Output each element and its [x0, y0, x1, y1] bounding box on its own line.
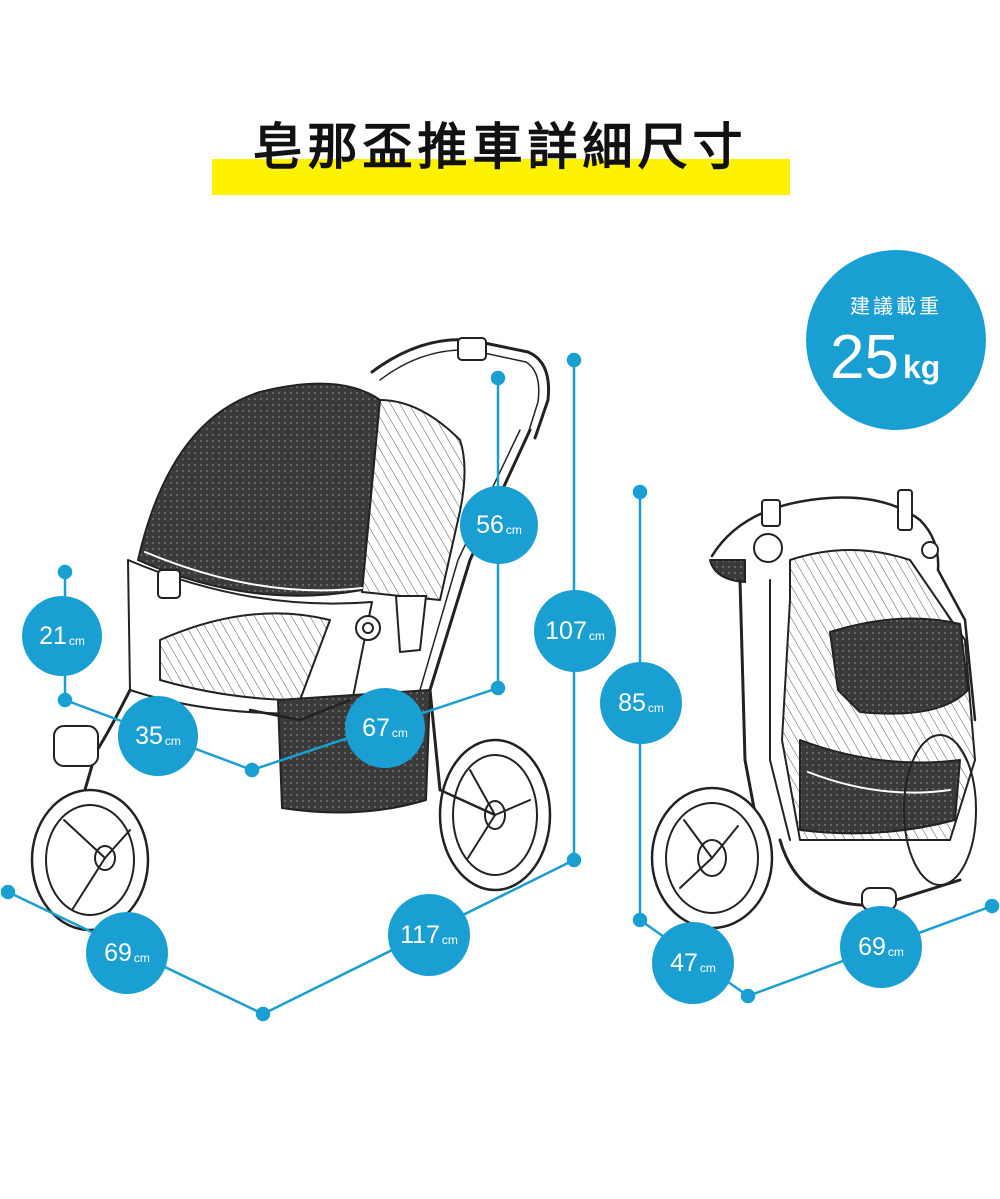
stroller-folded — [650, 489, 977, 930]
weight-capacity-label: 建議載重 — [850, 294, 942, 318]
weight-unit: kg — [902, 349, 941, 385]
weight-number: 25 — [830, 323, 899, 392]
title-highlight — [212, 159, 790, 195]
page-title: 皂那盃推車詳細尺寸 — [252, 118, 748, 176]
stroller-unfolded — [30, 337, 552, 932]
